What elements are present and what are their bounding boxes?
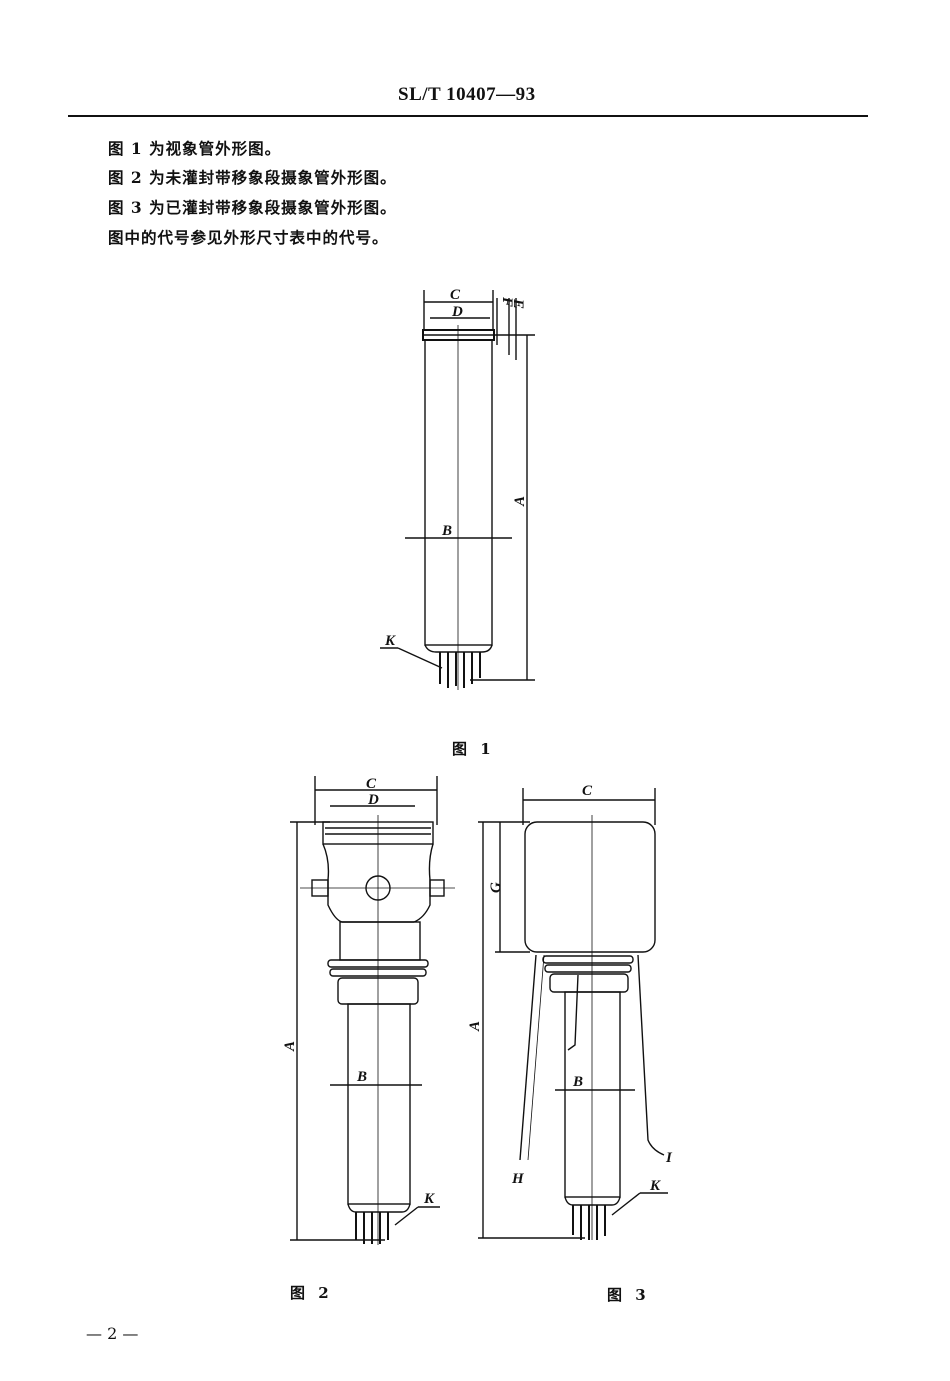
fig1-label-e: E — [510, 298, 526, 309]
fig3-label-h: H — [511, 1171, 525, 1187]
figure-1-drawing: C D F E A B K — [380, 287, 535, 690]
fig3-label-k: K — [649, 1178, 661, 1194]
page-number: — 2 — — [86, 1324, 139, 1343]
fig3-label-b: B — [572, 1074, 583, 1090]
body-line-1: 图 1 为视象管外形图。 — [108, 139, 282, 158]
fig3-label-i: I — [665, 1150, 673, 1166]
fig1-label-k: K — [384, 633, 396, 649]
body-line-3: 图 3 为已灌封带移象段摄象管外形图。 — [108, 198, 397, 217]
fig2-label-d: D — [367, 792, 379, 808]
fig1-label-c: C — [450, 287, 461, 303]
figure-1-caption: 图 1 — [452, 740, 495, 758]
fig3-label-a: A — [467, 1021, 483, 1032]
figure-2-caption: 图 2 — [290, 1284, 333, 1302]
body-line-4: 图中的代号参见外形尺寸表中的代号。 — [108, 228, 389, 247]
fig3-label-c: C — [582, 783, 593, 799]
fig2-label-k: K — [423, 1191, 435, 1207]
figure-3-caption: 图 3 — [607, 1286, 650, 1304]
standard-number: SL/T 10407—93 — [398, 84, 536, 105]
header-rule — [68, 115, 868, 117]
fig3-label-g: G — [488, 882, 504, 893]
figure-3-drawing: C G A B H I K — [467, 783, 673, 1240]
fig1-label-b: B — [441, 523, 452, 539]
fig2-label-c: C — [366, 776, 377, 792]
body-line-2: 图 2 为未灌封带移象段摄象管外形图。 — [108, 168, 397, 187]
figure-2-drawing: C D A B K — [282, 776, 455, 1245]
fig2-label-b: B — [356, 1069, 367, 1085]
fig1-label-f: F — [499, 296, 515, 307]
fig1-label-a: A — [512, 496, 528, 507]
fig2-label-a: A — [282, 1041, 298, 1052]
fig1-label-d: D — [451, 304, 463, 320]
